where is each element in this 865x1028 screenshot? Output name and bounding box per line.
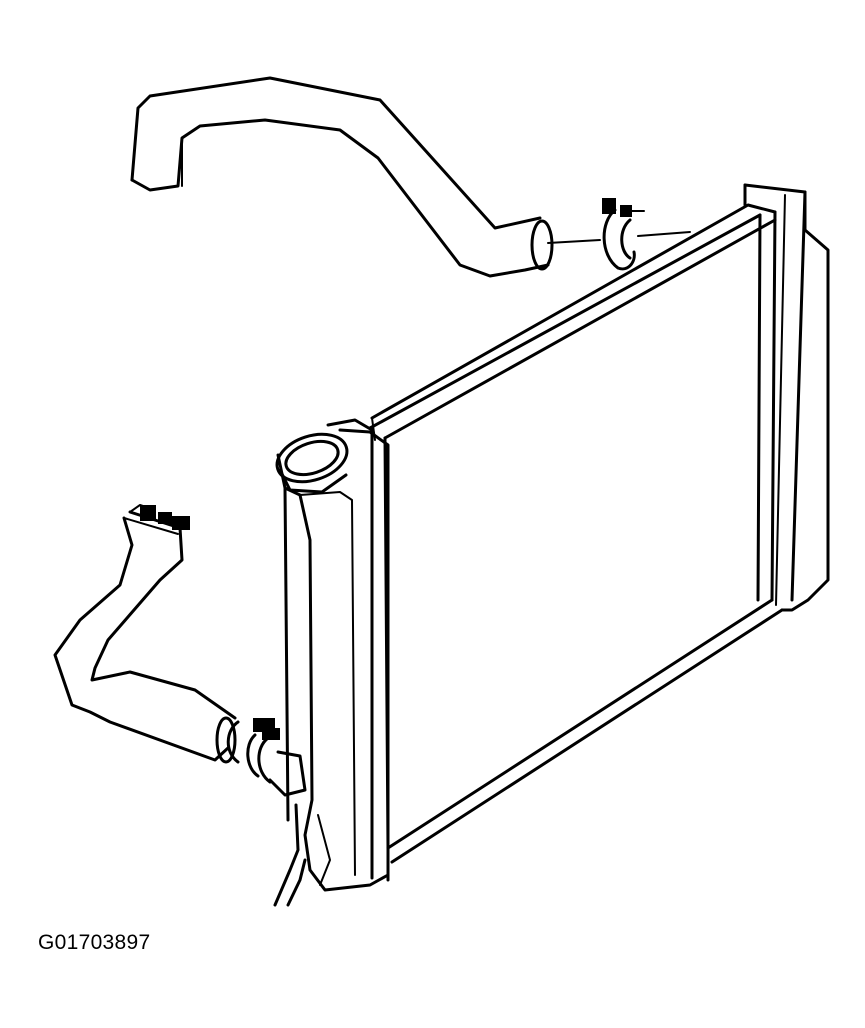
upper-hose-end xyxy=(530,219,554,271)
lower-hose-end xyxy=(215,716,237,764)
radiator-filler-neck xyxy=(275,432,349,494)
figure-id-label: G01703897 xyxy=(38,931,151,954)
upper-radiator-hose xyxy=(130,76,554,278)
radiator-right-tank xyxy=(743,183,830,612)
radiator-core xyxy=(368,203,784,864)
lower-hose-clamp-icon xyxy=(129,504,280,784)
radiator-left-tank xyxy=(273,418,390,907)
upper-hose-clamp-icon xyxy=(547,198,691,271)
lower-radiator-hose xyxy=(53,510,307,797)
